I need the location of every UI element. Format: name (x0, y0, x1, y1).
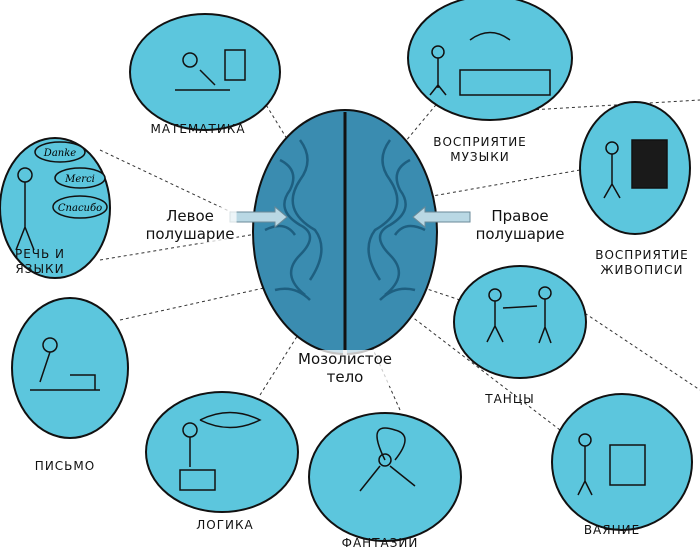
sculpture-label: ВАЯНИЕ (584, 523, 640, 538)
sculpture-circle (551, 393, 693, 531)
left-hemisphere-label: Левое полушарие (143, 207, 237, 243)
math-circle (129, 13, 281, 131)
speech-figure-icon (15, 167, 35, 251)
logic-label: ЛОГИКА (196, 518, 254, 533)
corpus-callosum-label: Мозолистое тело (296, 350, 394, 386)
bubble-text: Danke (43, 148, 76, 159)
label-line: ВОСПРИЯТИЕ (433, 135, 527, 149)
label-line: ФАНТАЗИИ (341, 536, 419, 550)
fantasy-figure-icon (359, 427, 416, 492)
music-circle (407, 0, 573, 121)
ability-circles (0, 0, 693, 542)
label-line: полушарие (145, 225, 235, 243)
brain (252, 109, 438, 360)
writing-figure-icon (30, 337, 100, 391)
label-line: ЛОГИКА (196, 518, 254, 532)
math-label: МАТЕМАТИКА (150, 122, 245, 137)
bubble-text: Спасибо (58, 203, 102, 214)
right-hemisphere-label: Правое полушарие (473, 207, 567, 243)
label-line: Мозолистое (298, 350, 392, 368)
bubble-text: Merci (64, 174, 95, 185)
fantasy-label: ФАНТАЗИИ (342, 536, 419, 550)
label-line: МАТЕМАТИКА (150, 122, 246, 136)
label-line: РЕЧЬ И (14, 247, 66, 261)
writing-label: ПИСЬМО (35, 459, 95, 474)
hemisphere-arrows (229, 205, 471, 229)
label-line: ЯЗЫКИ (15, 262, 65, 276)
sculpture-figure-icon (577, 433, 646, 496)
dance-label: ТАНЦЫ (485, 392, 534, 407)
math-figure-icon (175, 49, 246, 91)
label-line: ВОСПРИЯТИЕ (595, 248, 689, 262)
logic-circle (145, 391, 299, 513)
dance-circle (453, 265, 587, 379)
figure-sketches (15, 31, 668, 496)
label-line: ПИСЬМО (34, 459, 96, 473)
logic-figure-icon (179, 411, 262, 491)
label-line: МУЗЫКИ (450, 150, 510, 164)
label-line: ТАНЦЫ (485, 392, 535, 406)
music-figure-icon (429, 31, 551, 96)
writing-circle (11, 297, 129, 439)
label-line: полушарие (475, 225, 565, 243)
label-line: тело (326, 368, 364, 386)
dance-figure-icon (486, 286, 552, 344)
label-line: ЖИВОПИСИ (600, 263, 684, 277)
fantasy-circle (308, 412, 462, 542)
label-line: Левое (166, 207, 214, 225)
label-line: ВАЯНИЕ (583, 523, 641, 537)
painting-figure-icon (603, 139, 668, 199)
label-line: Правое (491, 207, 549, 225)
speech-bubbles (34, 141, 108, 219)
